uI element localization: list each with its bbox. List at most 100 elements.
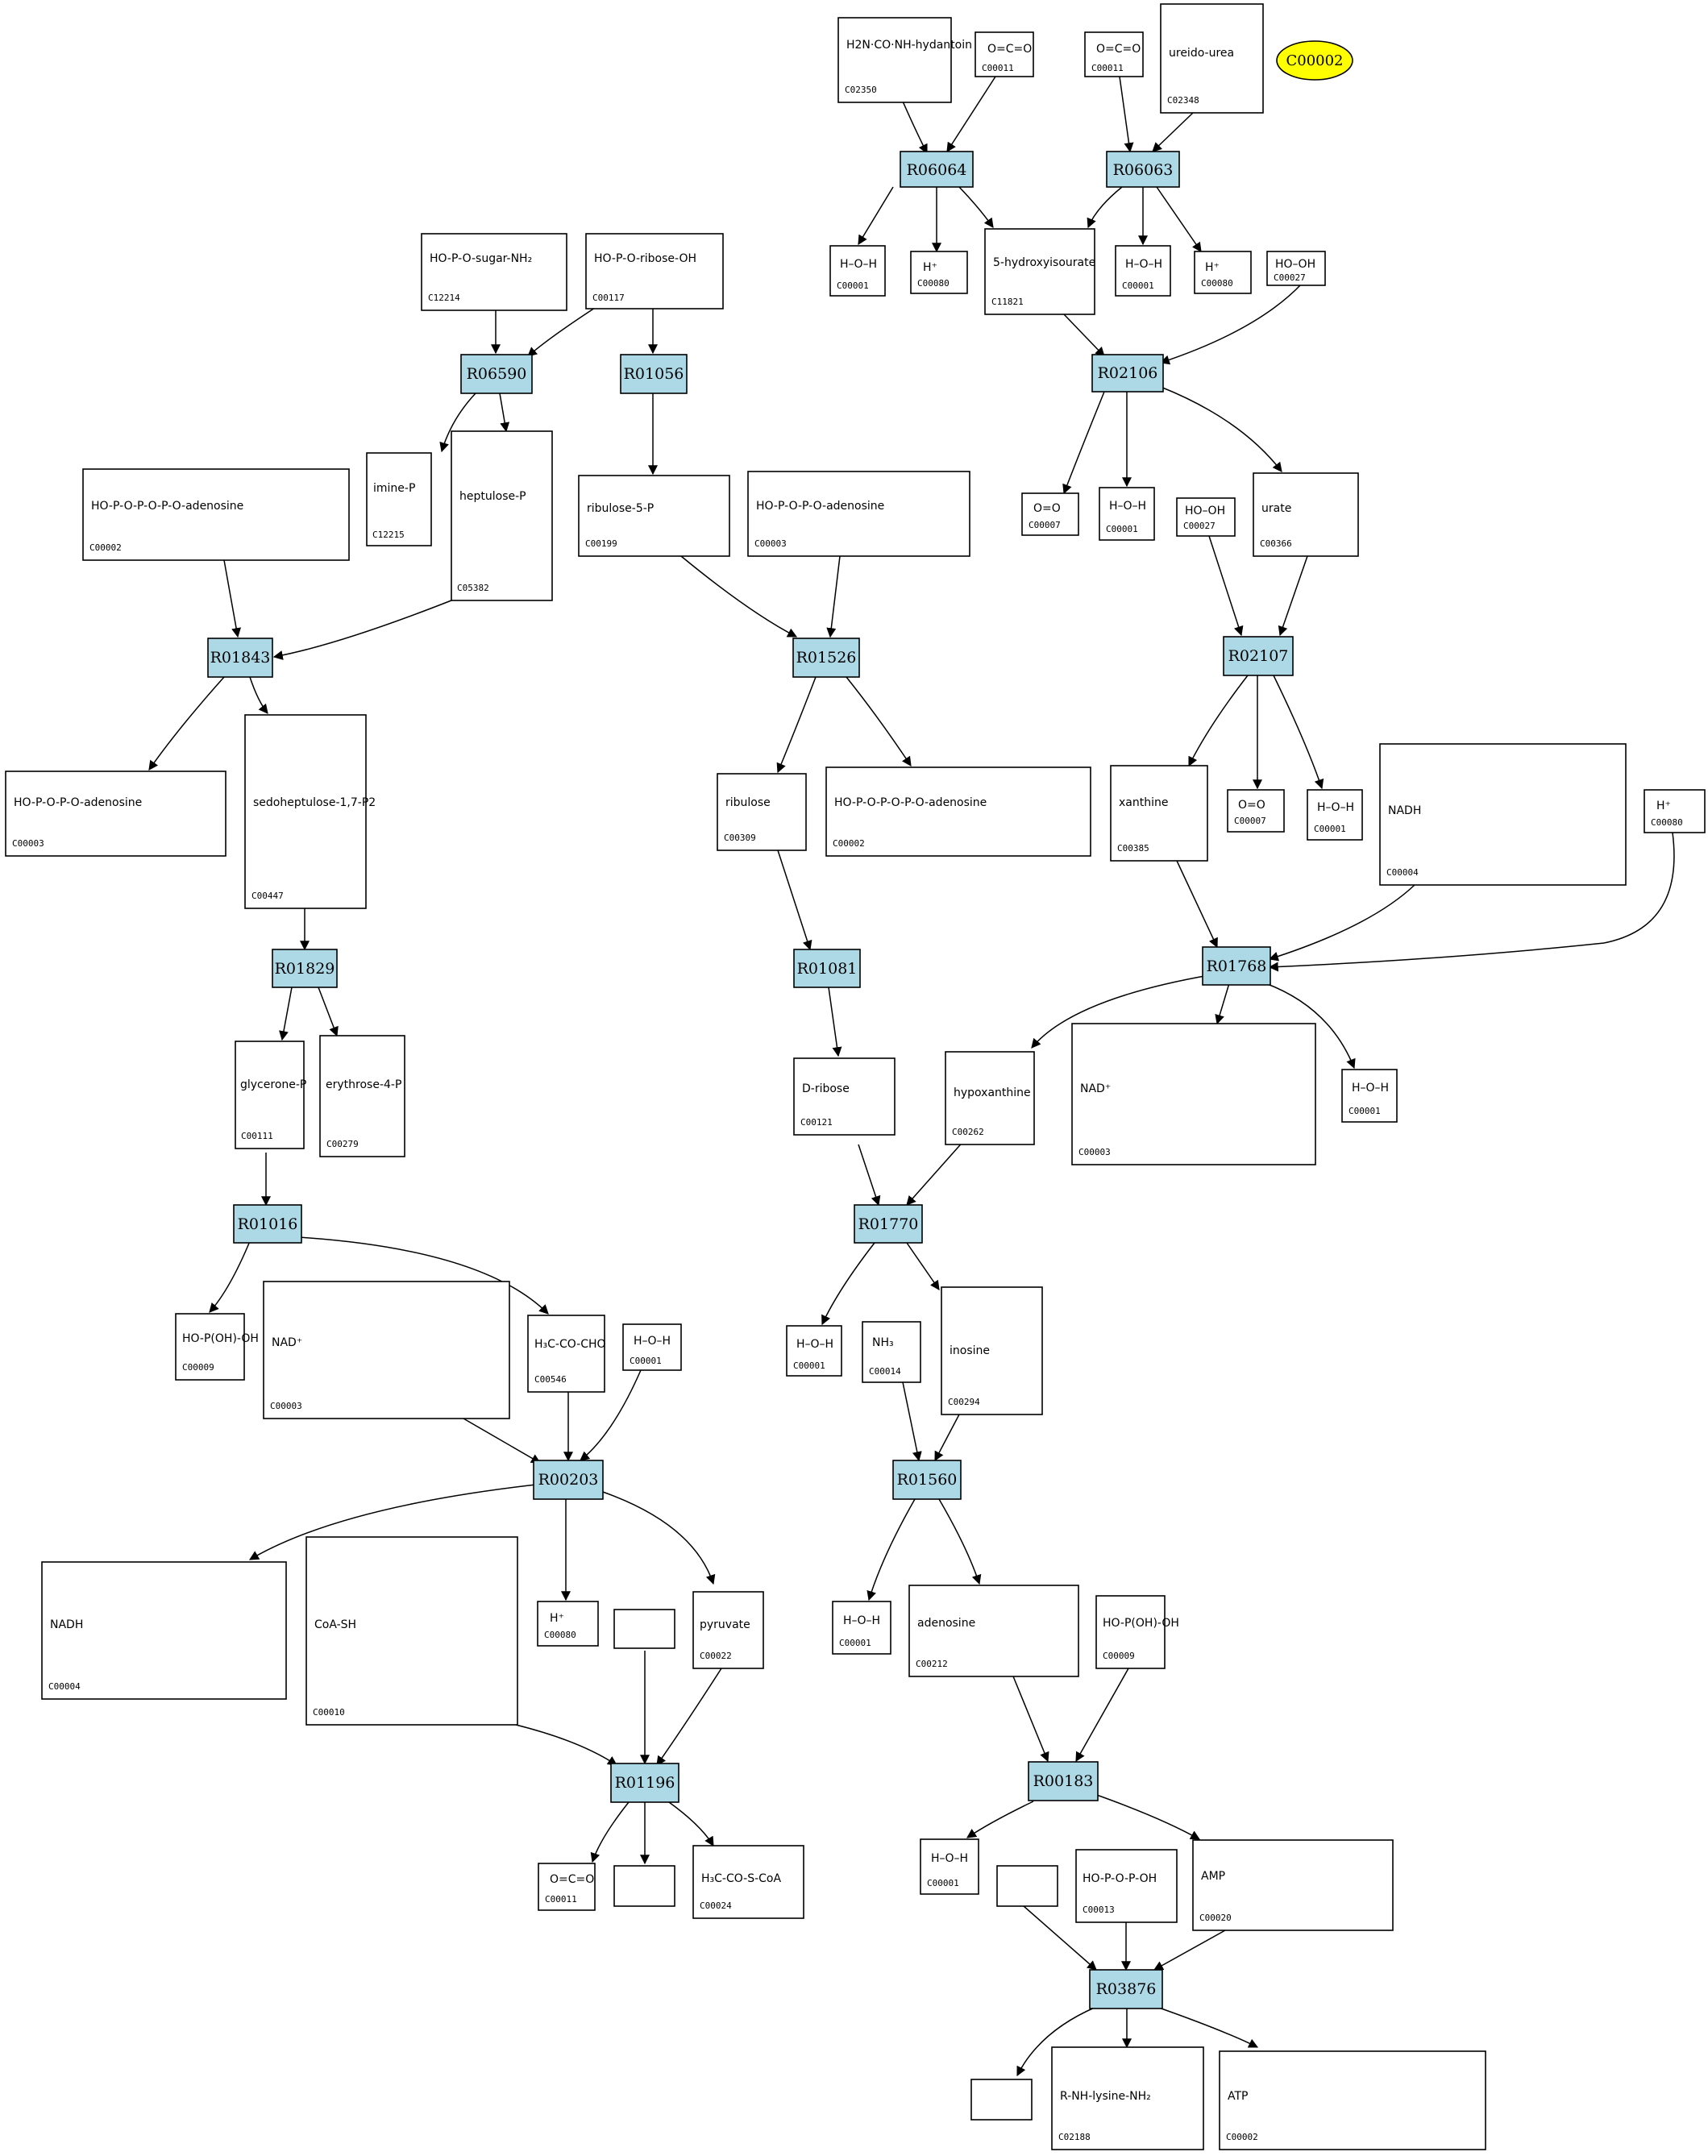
compound-node[interactable]: NAD⁺C00003	[263, 1281, 510, 1419]
reaction-node[interactable]: R01768	[1202, 946, 1271, 986]
compound-node[interactable]: H⁺C00080	[910, 251, 968, 294]
reaction-node[interactable]: R03876	[1089, 1969, 1163, 2009]
reaction-node[interactable]: R00183	[1028, 1761, 1099, 1801]
reaction-node[interactable]: R06063	[1106, 151, 1180, 188]
compound-node[interactable]: H⁺C00080	[537, 1601, 599, 1647]
reaction-label: R01768	[1207, 958, 1267, 975]
reaction-label: R01081	[797, 960, 858, 978]
compound-node[interactable]: H⁺C00080	[1194, 251, 1252, 294]
compound-structure: R-NH-lysine-NH₂	[1060, 2090, 1151, 2103]
compound-structure: HO-P-O-P-O-P-O-adenosine	[834, 796, 987, 809]
reaction-node[interactable]: R01560	[892, 1460, 962, 1500]
compound-id: C00002	[89, 542, 122, 553]
reaction-node[interactable]: R01056	[620, 354, 688, 394]
reaction-node[interactable]: R01016	[233, 1204, 302, 1244]
reaction-node[interactable]: R01770	[854, 1204, 923, 1244]
compound-id: C00014	[869, 1366, 901, 1377]
compound-structure: H₃C-CO-CHO	[534, 1338, 606, 1351]
empty-node[interactable]	[996, 1865, 1058, 1907]
reaction-node[interactable]: R02106	[1091, 354, 1164, 393]
reaction-label: R00203	[538, 1471, 599, 1489]
reaction-node[interactable]: R01526	[792, 638, 860, 678]
compound-structure: ureido-urea	[1169, 47, 1234, 60]
compound-structure: H–O–H	[931, 1852, 968, 1865]
compound-node[interactable]: H⁺C00080	[1644, 789, 1706, 833]
compound-structure: sedoheptulose-1,7-P2	[253, 796, 376, 809]
empty-node[interactable]	[970, 2079, 1033, 2121]
reaction-node[interactable]: R02107	[1223, 636, 1294, 676]
reaction-node[interactable]: R06590	[460, 354, 533, 394]
compound-structure: ribulose	[725, 796, 771, 809]
empty-node[interactable]	[613, 1609, 675, 1649]
compound-node[interactable]: NAD⁺C00003	[1071, 1023, 1316, 1165]
compound-structure: H–O–H	[843, 1614, 880, 1627]
compound-id: C00262	[952, 1127, 984, 1137]
compound-id: C00294	[948, 1397, 980, 1407]
reaction-node[interactable]: R01843	[207, 638, 273, 678]
compound-id: C00366	[1260, 538, 1292, 549]
compound-id: C00011	[545, 1894, 577, 1905]
compound-id: C00080	[1651, 817, 1683, 828]
reaction-node[interactable]: R00203	[533, 1460, 604, 1500]
reaction-node[interactable]: R01081	[793, 949, 861, 988]
reaction-label: R06590	[467, 365, 527, 383]
reaction-node[interactable]: R01829	[272, 949, 338, 988]
highlight-node[interactable]: C00002	[1276, 40, 1353, 81]
compound-structure: H–O–H	[634, 1335, 671, 1348]
reaction-node[interactable]: R01196	[610, 1763, 679, 1803]
reaction-node[interactable]: R06064	[900, 151, 974, 188]
empty-node[interactable]	[613, 1865, 675, 1907]
